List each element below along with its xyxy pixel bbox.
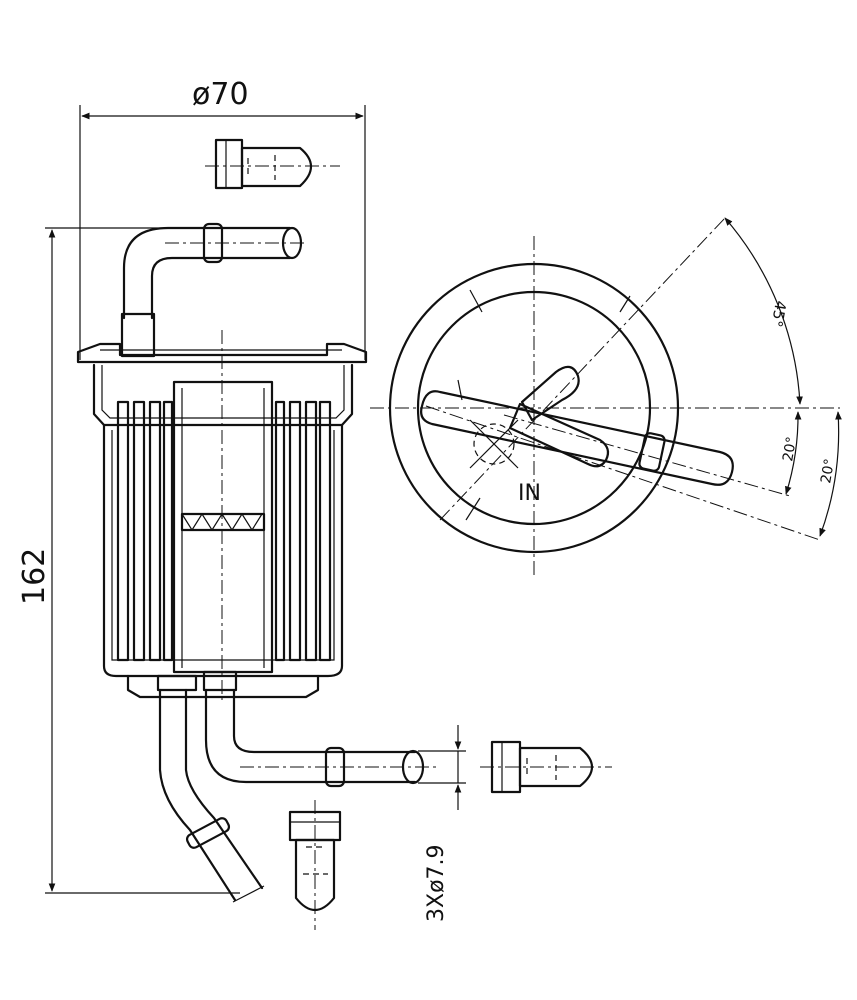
cap-fitting-top — [205, 138, 340, 190]
inlet-label: IN — [518, 481, 541, 506]
angle-45-label: 45° — [767, 299, 789, 328]
pipe-diameter-dimension: 3Xø7.9 — [418, 725, 466, 922]
diameter-dimension: ø70 — [79, 77, 366, 360]
filter-body — [76, 330, 368, 700]
cap-fitting-bottom — [288, 800, 342, 930]
cap-fitting-right — [480, 740, 612, 794]
bottom-pipes — [156, 670, 440, 903]
filter-pleats-left — [116, 400, 174, 662]
top-outlet-pipe — [120, 222, 308, 358]
angle-20-inner-label: 20° — [780, 435, 800, 462]
height-label: 162 — [17, 548, 52, 605]
height-dimension: 162 — [17, 227, 240, 894]
filter-pleats-right — [274, 400, 332, 662]
angle-20-outer-label: 20° — [818, 457, 838, 484]
diameter-label: ø70 — [192, 77, 249, 112]
top-view: IN 45° 20° 20° — [370, 217, 842, 578]
pipe-diameter-label: 3Xø7.9 — [424, 844, 449, 922]
